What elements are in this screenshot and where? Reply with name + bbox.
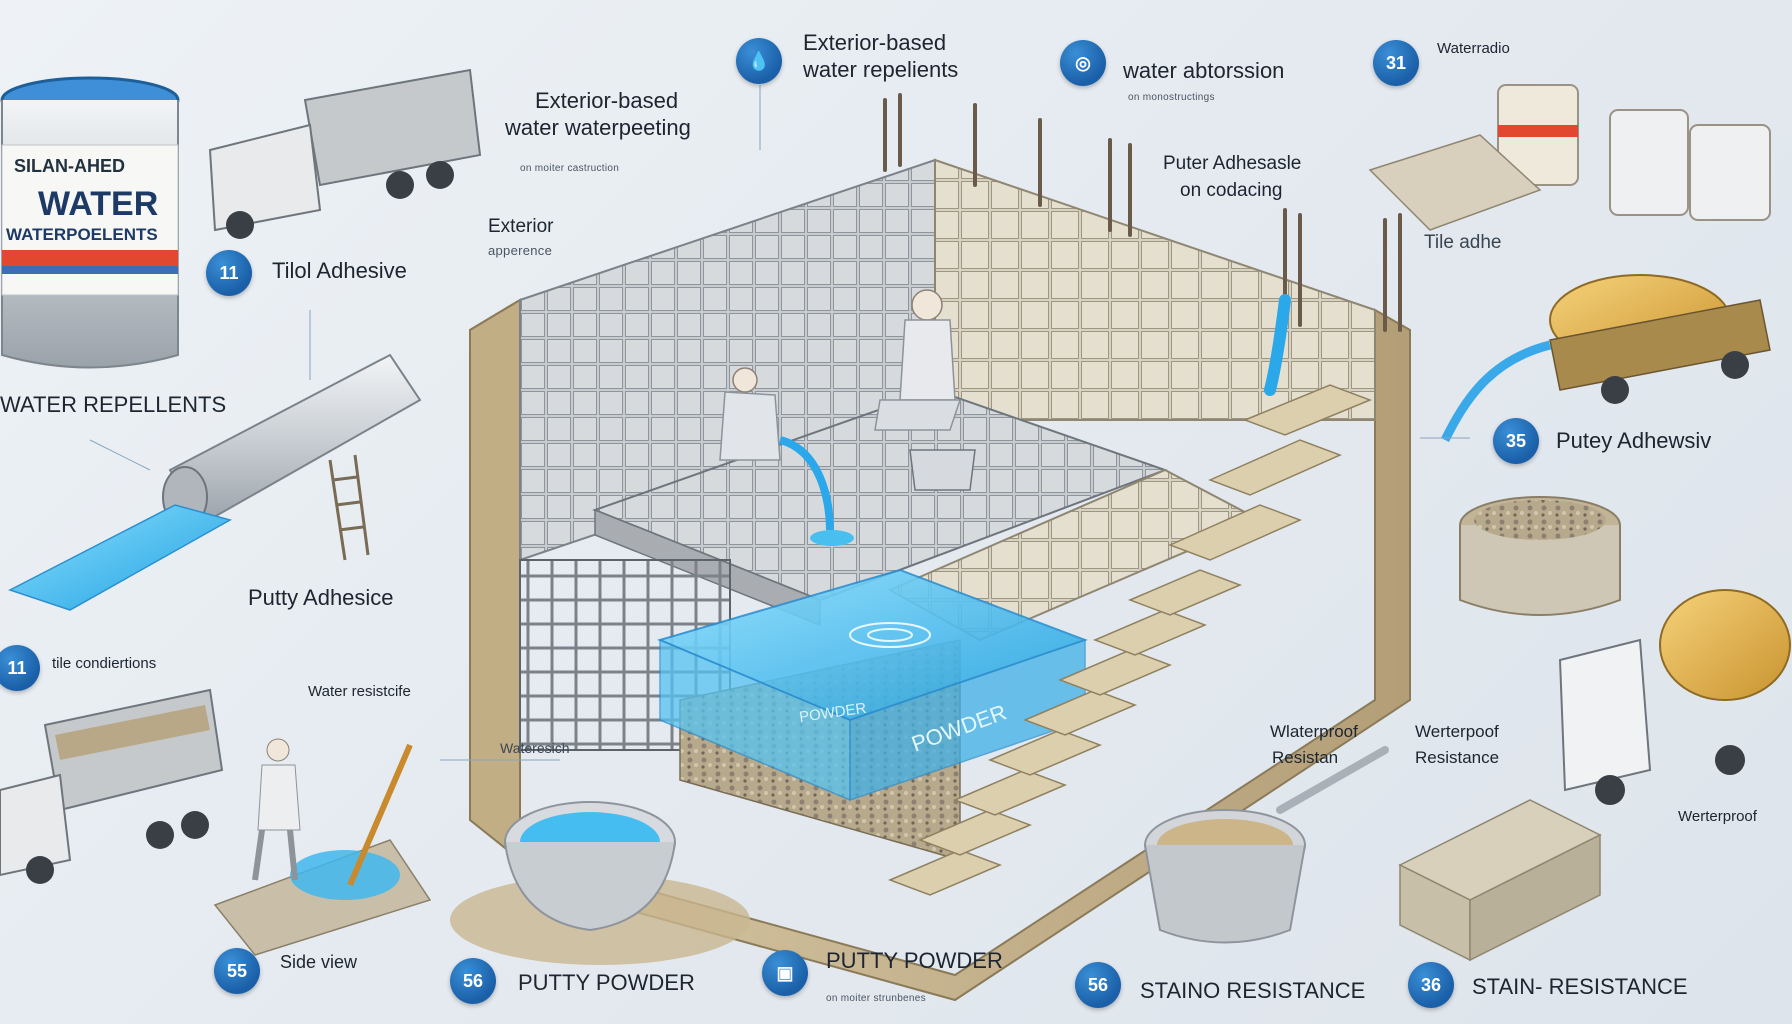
sand-bucket	[1144, 746, 1389, 944]
label-puter-title: Puter Adhesasle	[1163, 153, 1302, 174]
staircase	[887, 384, 1373, 896]
label-top-center-title2: water repelients	[803, 57, 959, 82]
label-absorption-sub: on monostructings	[1128, 92, 1215, 103]
worker-kneeling	[874, 289, 976, 491]
worker-pouring	[719, 367, 854, 546]
badge-36-bottom: 36	[1408, 962, 1454, 1008]
badge-11-left: 11	[0, 645, 40, 691]
paint-cans-right	[1368, 84, 1771, 231]
label-left-top-title: Exterior-based	[535, 88, 679, 113]
pipe-roll	[8, 353, 422, 611]
label-exterior-title: Exterior	[488, 216, 554, 237]
label-absorption-title: water abtorssion	[1123, 58, 1285, 83]
dump-truck-bottom	[0, 688, 224, 884]
label-water-resist-left: Water resistcife	[308, 683, 411, 700]
badge-drop: 💧	[736, 38, 782, 84]
back-wall-right	[934, 158, 1376, 421]
label-puter-sub: on codacing	[1180, 180, 1283, 201]
badge-center-bottom: ▣	[762, 950, 808, 996]
label-resist-center-1: Wlaterproof	[1270, 722, 1358, 741]
label-stain-2: STAIN- RESISTANCE	[1472, 974, 1688, 999]
badge-35-right: 35	[1493, 418, 1539, 464]
can-line-3: WATERPOELENTS	[6, 225, 158, 244]
can-line-1: SILAN-AHED	[14, 156, 125, 176]
badge-56-bottom-b: 56	[1075, 962, 1121, 1008]
left-wall	[469, 298, 521, 863]
worker-brush	[213, 738, 432, 956]
label-water-resist-small: Wateresich	[500, 740, 570, 756]
badge-absorption: ◎	[1060, 40, 1106, 86]
cutaway-structure: POWDER POWDER	[468, 93, 1411, 1002]
badge-55-bottom: 55	[214, 948, 260, 994]
label-tile-conditions: tile condiertions	[52, 655, 157, 672]
label-putty-powder-2: PUTTY POWDER	[826, 948, 1003, 973]
water-bowl	[450, 801, 750, 965]
label-resist-right-1: Werterpoof	[1415, 722, 1499, 741]
label-waterproof-far-right: Werterproof	[1678, 808, 1757, 825]
label-tile-adh: Tile adhe	[1424, 232, 1502, 253]
label-stain-1: STAINO RESISTANCE	[1140, 978, 1366, 1003]
label-putty-powder-1: PUTTY POWDER	[518, 970, 695, 995]
tile-stack	[1398, 799, 1602, 962]
label-left-top-title2: water waterpeeting	[505, 115, 691, 140]
gravel-container	[1459, 496, 1621, 616]
paint-can-main: SILAN-AHED WATER WATERPOELENTS	[0, 76, 180, 369]
label-exterior-sub: apperence	[488, 243, 553, 258]
label-putty-adhesive-right: Putey Adhewsiv	[1556, 428, 1712, 453]
can-line-2: WATER	[38, 185, 158, 223]
label-top-right-title: Waterradio	[1437, 40, 1510, 57]
label-side-view: Side view	[280, 952, 358, 972]
label-putty-powder-sub: on moiter strunbenes	[826, 993, 926, 1004]
leader-lines	[89, 85, 1470, 761]
label-resist-right-2: Resistance	[1415, 748, 1500, 767]
badge-56-bottom-a: 56	[450, 958, 496, 1004]
concrete-mixer-top	[1440, 274, 1771, 443]
label-tilol-adhesive: Tilol Adhesive	[272, 258, 407, 283]
label-putty-adhesive-left: Putty Adhesice	[248, 585, 394, 610]
concrete-mixer-bottom	[1558, 589, 1791, 805]
label-resist-center-2: Resistan	[1272, 748, 1339, 767]
label-water-repellents: WATER REPELLENTS	[0, 392, 227, 417]
badge-11: 11	[206, 250, 252, 296]
label-top-center-title: Exterior-based	[803, 30, 947, 55]
dump-truck-top	[208, 68, 482, 239]
badge-31: 31	[1373, 40, 1419, 86]
label-left-top-sub: on moiter castruction	[520, 163, 620, 174]
